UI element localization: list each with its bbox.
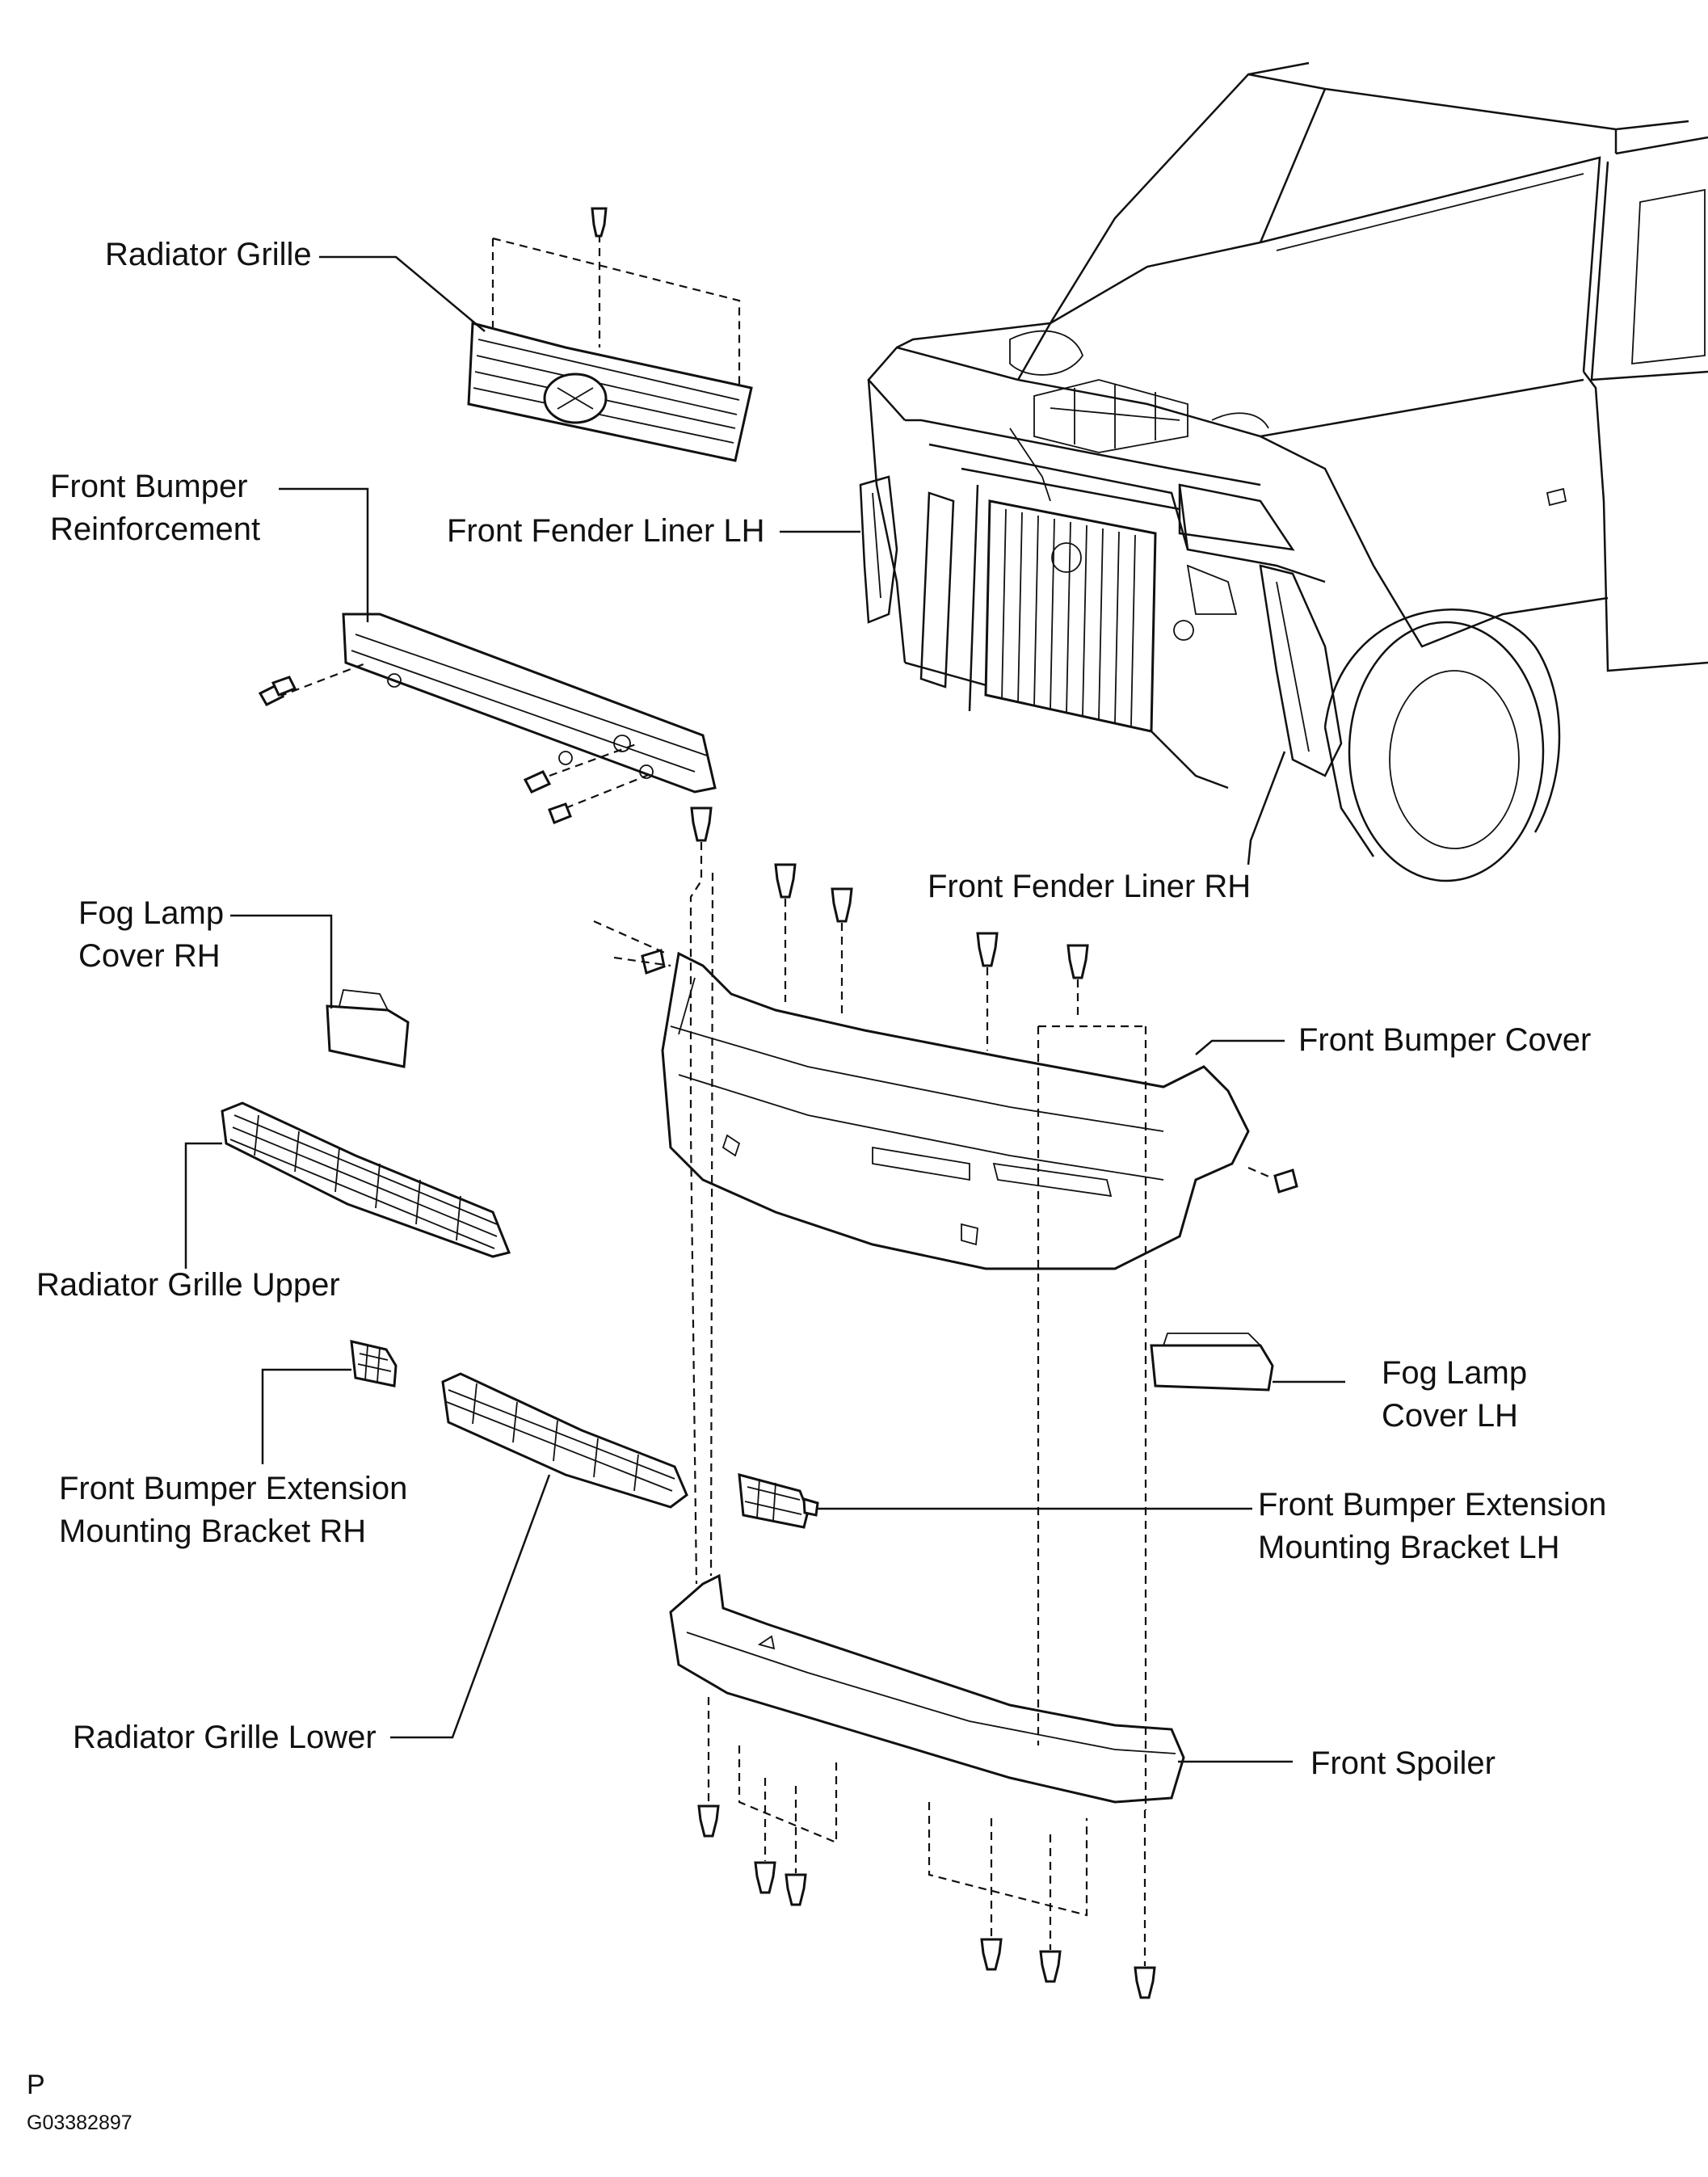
front-bumper-cover-part (593, 863, 1298, 1270)
radiator-grille-upper-part (221, 1101, 511, 1258)
footer-marker: P (27, 2070, 45, 2100)
label-front-fender-liner-lh: Front Fender Liner LH (447, 513, 765, 549)
label-radiator-grille: Radiator Grille (105, 237, 312, 272)
front-bumper-extension-bracket-rh-part (350, 1340, 398, 1387)
label-front-bumper-extension-rh-line1: Front Bumper Extension (59, 1471, 408, 1506)
front-bumper-reinforcement-part (258, 613, 717, 824)
label-fog-lamp-cover-lh-line1: Fog Lamp (1382, 1355, 1528, 1391)
label-front-spoiler: Front Spoiler (1310, 1745, 1496, 1781)
front-spoiler-part (669, 1573, 1185, 1999)
label-front-bumper-extension-lh-line1: Front Bumper Extension (1258, 1487, 1607, 1522)
label-fog-lamp-cover-rh-line2: Cover RH (78, 938, 221, 974)
label-fog-lamp-cover-lh-line2: Cover LH (1382, 1398, 1518, 1434)
label-front-fender-liner-rh: Front Fender Liner RH (928, 869, 1252, 904)
label-front-bumper-reinforcement-line1: Front Bumper (50, 469, 248, 504)
radiator-grille-part (467, 207, 753, 462)
footer-drawing-code: G03382897 (27, 2112, 133, 2134)
radiator-grille-lower-part (441, 1372, 688, 1509)
leader-lines (184, 255, 1345, 1763)
label-radiator-grille-upper: Radiator Grille Upper (36, 1267, 340, 1303)
label-radiator-grille-lower: Radiator Grille Lower (73, 1720, 377, 1755)
label-front-bumper-reinforcement-line2: Reinforcement (50, 512, 261, 547)
fog-lamp-cover-rh-part (326, 989, 410, 1068)
label-front-bumper-cover: Front Bumper Cover (1298, 1022, 1592, 1058)
vehicle-front-view (859, 61, 1708, 882)
fastener-alignment-lines (689, 806, 1147, 1810)
label-front-bumper-extension-lh-line2: Mounting Bracket LH (1258, 1530, 1560, 1565)
fog-lamp-cover-lh-part (1150, 1333, 1274, 1392)
label-fog-lamp-cover-rh-line1: Fog Lamp (78, 895, 225, 931)
label-front-bumper-extension-rh-line2: Mounting Bracket RH (59, 1514, 367, 1549)
front-bumper-extension-bracket-lh-part (738, 1472, 819, 1529)
